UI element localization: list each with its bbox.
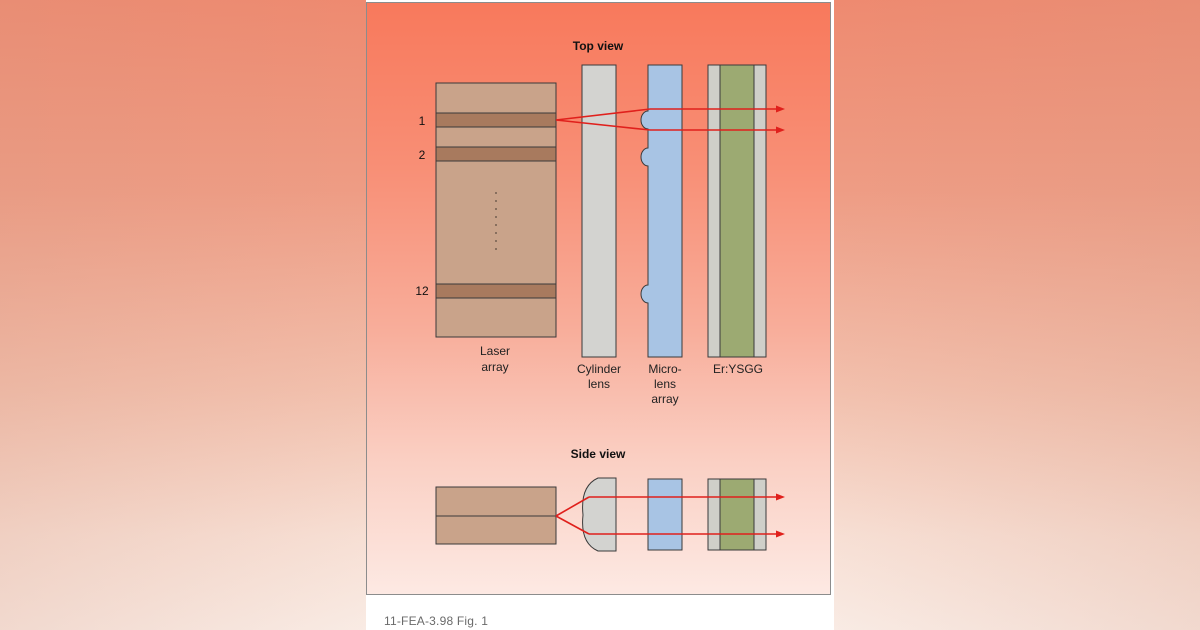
row-label-12: 12 [415,284,429,298]
microlens-array [640,64,683,358]
crystal-core [719,64,755,358]
ellipsis-dots [495,192,497,250]
background-blur-right [834,0,1200,630]
figure-caption: 11-FEA-3.98 Fig. 1 [384,614,489,628]
cylinder-lens-label-line-1: Cylinder [577,362,621,376]
top-view-title: Top view [573,39,624,53]
row-label-1: 1 [419,114,426,128]
side-microlens-array [647,478,683,551]
laser-stripe-2 [435,146,557,162]
cylinder-lens-label-line-2: lens [588,377,610,391]
side-view-beams [555,496,779,535]
image-panel: Top view 1 2 12 [366,0,834,630]
row-label-2: 2 [419,148,426,162]
laser-stripe-1 [435,112,557,128]
microlens-label-line-3: array [651,392,678,406]
side-view-title: Side view [571,447,626,461]
top-view-beams [555,108,779,131]
figure: Top view 1 2 12 [366,2,831,595]
laser-array-label-line-2: array [481,360,508,374]
beam-arrow [776,126,785,134]
side-crystal-core [719,478,755,551]
cylinder-lens [581,64,617,358]
laser-stripe-12 [435,283,557,299]
laser-array-label-line-1: Laser [480,344,510,358]
beam-arrow [776,105,785,113]
beam-arrow [776,530,785,538]
crystal-label: Er:YSGG [713,362,763,376]
laser-pump-diagram: Top view 1 2 12 [415,39,785,552]
side-cylinder-lens [582,477,617,552]
microlens-label-line-2: lens [654,377,676,391]
beam-arrow [776,493,785,501]
microlens-label-line-1: Micro- [648,362,681,376]
background-blur-left [0,0,366,630]
